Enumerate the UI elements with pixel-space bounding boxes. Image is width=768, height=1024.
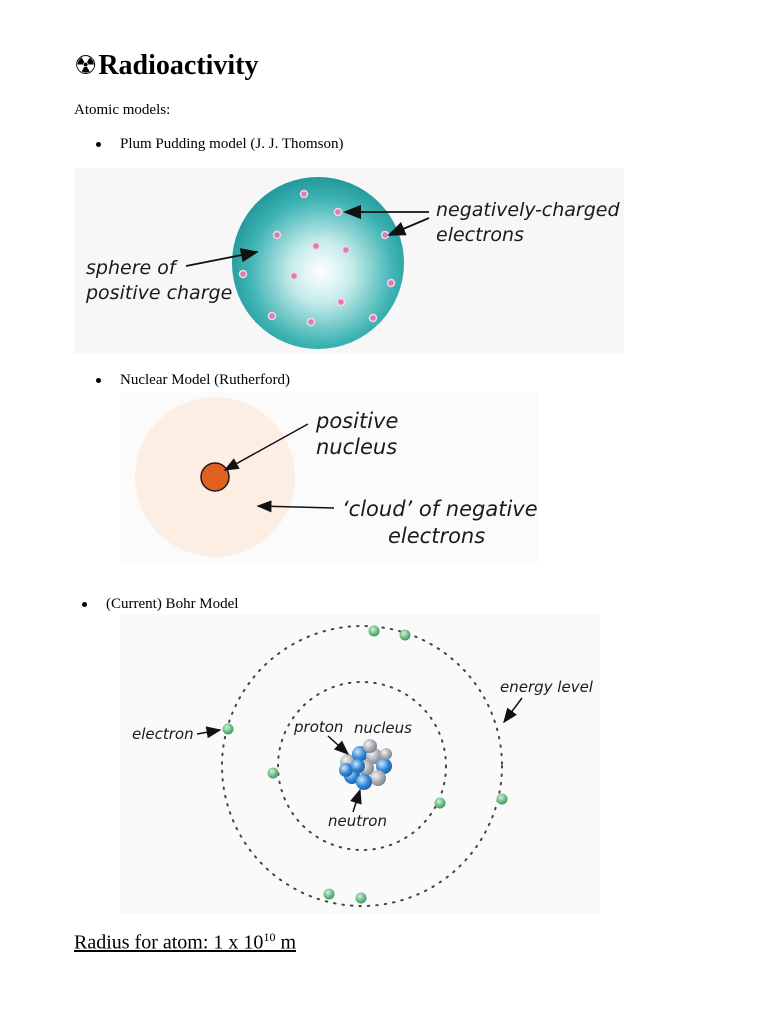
section-subtitle: Atomic models: bbox=[74, 102, 171, 118]
outer-energy-level bbox=[221, 625, 503, 907]
radioactive-icon: ☢ bbox=[74, 51, 98, 81]
arrow bbox=[185, 248, 259, 267]
atom-radius-unit: m bbox=[275, 931, 296, 954]
page-title: ☢ Radioactivity bbox=[74, 50, 259, 82]
bullet-icon bbox=[96, 142, 101, 147]
electron-dot bbox=[323, 888, 335, 900]
bohr-electrons bbox=[222, 625, 508, 904]
label-nucleus: nucleus bbox=[316, 435, 397, 459]
arrow bbox=[196, 726, 222, 739]
label-sphere: positive charge bbox=[85, 282, 232, 304]
electron-dot bbox=[333, 207, 343, 217]
electron-dot bbox=[434, 797, 446, 809]
atom-radius-text: Radius for atom: 1 x 10 bbox=[74, 931, 264, 954]
nucleus bbox=[339, 739, 392, 790]
electron-dot bbox=[238, 269, 248, 279]
list-item: Plum Pudding model (J. J. Thomson) bbox=[96, 136, 344, 153]
electron-dot bbox=[311, 241, 321, 251]
label-energy-level: energy level bbox=[500, 678, 594, 696]
electron-dot bbox=[496, 793, 508, 805]
electron-dot bbox=[306, 317, 316, 327]
nucleus bbox=[200, 462, 230, 492]
electron-dot bbox=[380, 230, 390, 240]
list-item: (Current) Bohr Model bbox=[82, 596, 238, 613]
label-electrons: negatively-charged bbox=[436, 199, 620, 221]
arrow bbox=[350, 788, 362, 813]
arrow bbox=[387, 217, 430, 236]
page-title-text: Radioactivity bbox=[98, 50, 259, 81]
arrow bbox=[503, 697, 523, 724]
electron-dot bbox=[267, 767, 279, 779]
bullet-icon bbox=[96, 378, 101, 383]
electron-dot bbox=[299, 189, 309, 199]
label-electron: electron bbox=[132, 725, 194, 743]
inner-energy-level bbox=[277, 681, 447, 851]
list-item-label: (Current) Bohr Model bbox=[106, 596, 239, 612]
electron-dot bbox=[386, 278, 396, 288]
electron-dot bbox=[272, 230, 282, 240]
electron-dot bbox=[355, 892, 367, 904]
bullet-icon bbox=[82, 602, 87, 607]
electron-dot bbox=[222, 723, 234, 735]
list-item: Nuclear Model (Rutherford) bbox=[96, 372, 290, 389]
label-electrons: electrons bbox=[436, 224, 524, 246]
label-neutron: neutron bbox=[328, 812, 387, 830]
label-nucleus: nucleus bbox=[354, 719, 412, 737]
bohr-figure: energy level electron proton nucleus neu… bbox=[120, 614, 600, 914]
electron-dot bbox=[368, 313, 378, 323]
arrow bbox=[256, 500, 335, 513]
rutherford-figure: positive nucleus ‘cloud’ of negative ele… bbox=[120, 392, 538, 562]
electron-dot bbox=[267, 311, 277, 321]
label-nucleus: positive bbox=[315, 409, 398, 433]
arrow bbox=[327, 735, 350, 756]
electron-dot bbox=[341, 245, 351, 255]
positive-sphere bbox=[232, 177, 404, 349]
atom-radius-exponent: 10 bbox=[263, 930, 276, 944]
arrow bbox=[223, 423, 309, 471]
atom-radius: Radius for atom: 1 x 1010 m bbox=[74, 930, 296, 955]
electron-dot bbox=[289, 271, 299, 281]
electron-dot bbox=[336, 297, 346, 307]
label-cloud: electrons bbox=[388, 524, 485, 548]
label-cloud: ‘cloud’ of negative bbox=[342, 497, 538, 521]
label-proton: proton bbox=[293, 718, 343, 736]
list-item-label: Plum Pudding model (J. J. Thomson) bbox=[120, 136, 344, 152]
list-item-label: Nuclear Model (Rutherford) bbox=[120, 372, 290, 388]
label-sphere: sphere of bbox=[86, 257, 179, 279]
electron-dot bbox=[399, 629, 411, 641]
electron-dot bbox=[368, 625, 380, 637]
plum-pudding-figure: negatively-charged electrons sphere of p… bbox=[74, 168, 624, 354]
